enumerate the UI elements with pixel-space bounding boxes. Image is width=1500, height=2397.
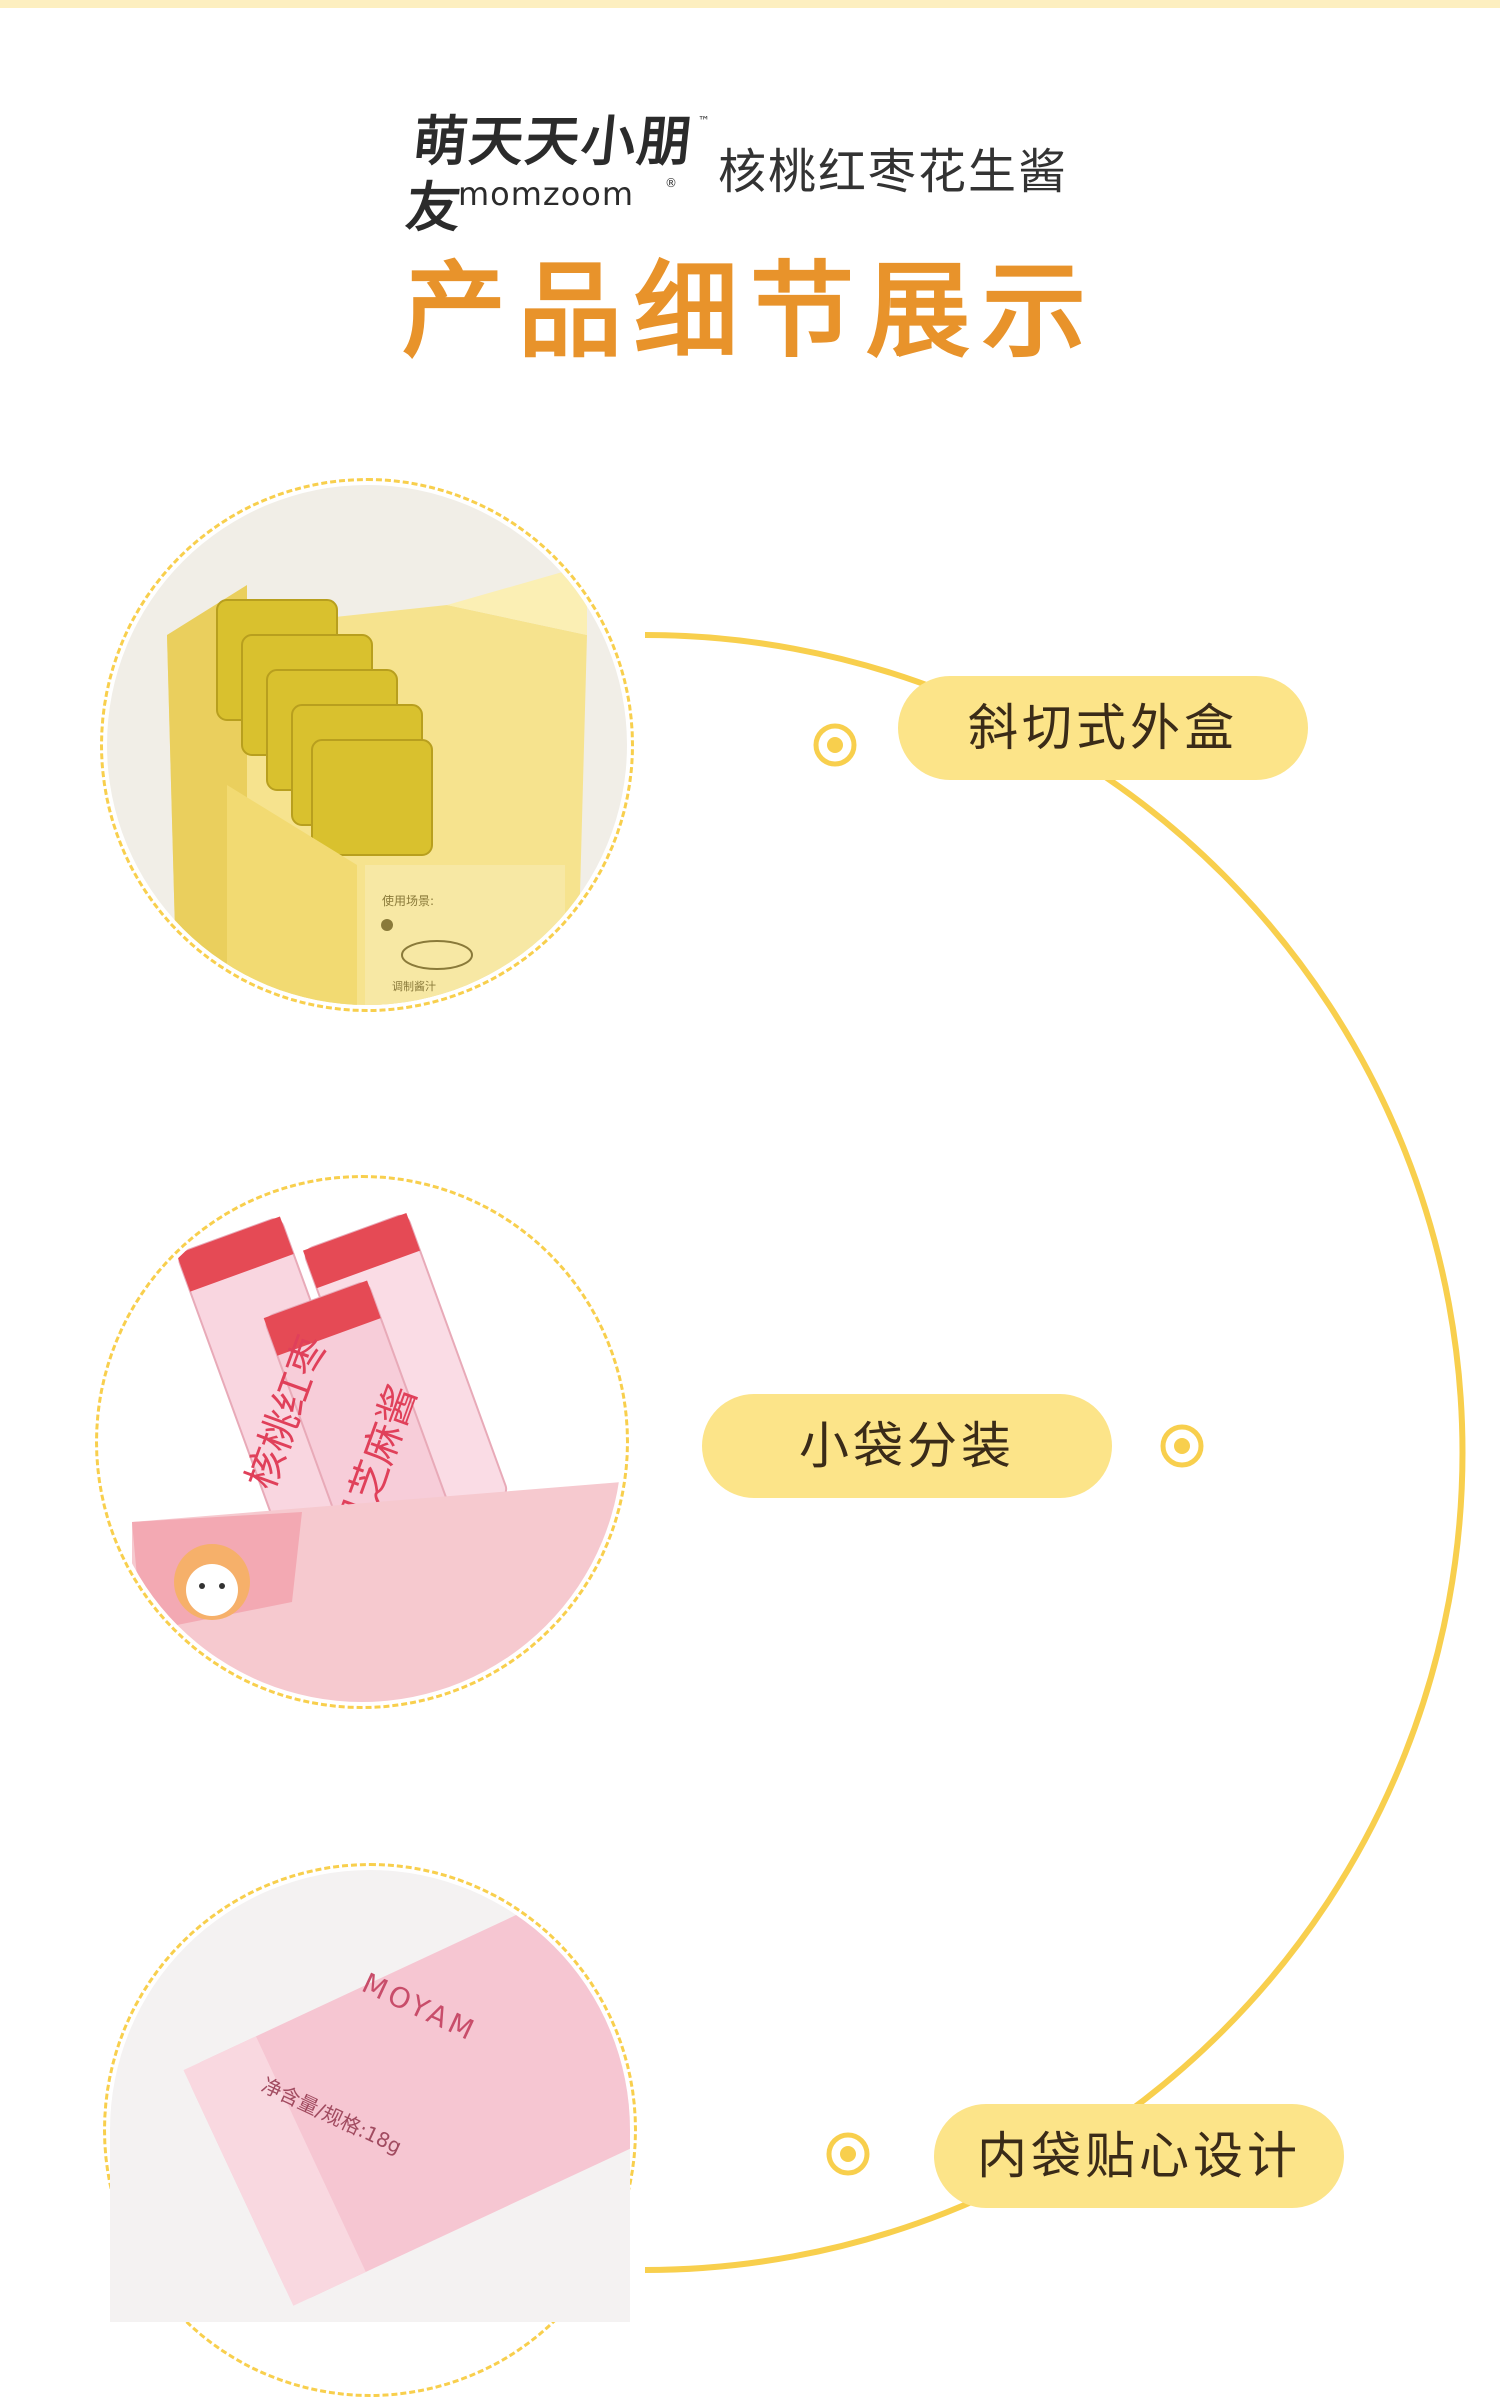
inner-pouch-photo: MOYAM 净含量/规格:18g [110,1870,630,2322]
target-dot-3 [826,2132,870,2176]
slant-cut-box-photo: 使用场景: 调制酱汁 [107,485,627,1005]
dashed-ring-1 [100,478,634,1012]
page-title: 产品细节展示 [401,250,1098,372]
usage-scenario-heading: 使用场景: [382,893,434,908]
feature-label-small-sachets: 小袋分装 [702,1394,1112,1498]
dashed-ring-2 [95,1175,629,1709]
feature-label-slant-box: 斜切式外盒 [898,676,1308,780]
usage-scenario-caption: 调制酱汁 [392,979,436,993]
product-name: 核桃红枣花生酱 [718,144,1069,200]
top-strip [0,0,1500,8]
registered-mark: ® [665,176,677,190]
trademark-mark: ™ [698,114,710,128]
target-dot-2 [1160,1424,1204,1468]
feature-label-inner-pouch: 内袋贴心设计 [934,2104,1344,2208]
brand-logo: 萌天天小朋友 ™ momzoom ® [403,108,710,239]
small-sachets-photo: 核桃红枣 黑芝麻酱 [102,1182,622,1702]
brand-logo-en: momzoom [458,175,635,213]
target-dot-1 [813,723,857,767]
